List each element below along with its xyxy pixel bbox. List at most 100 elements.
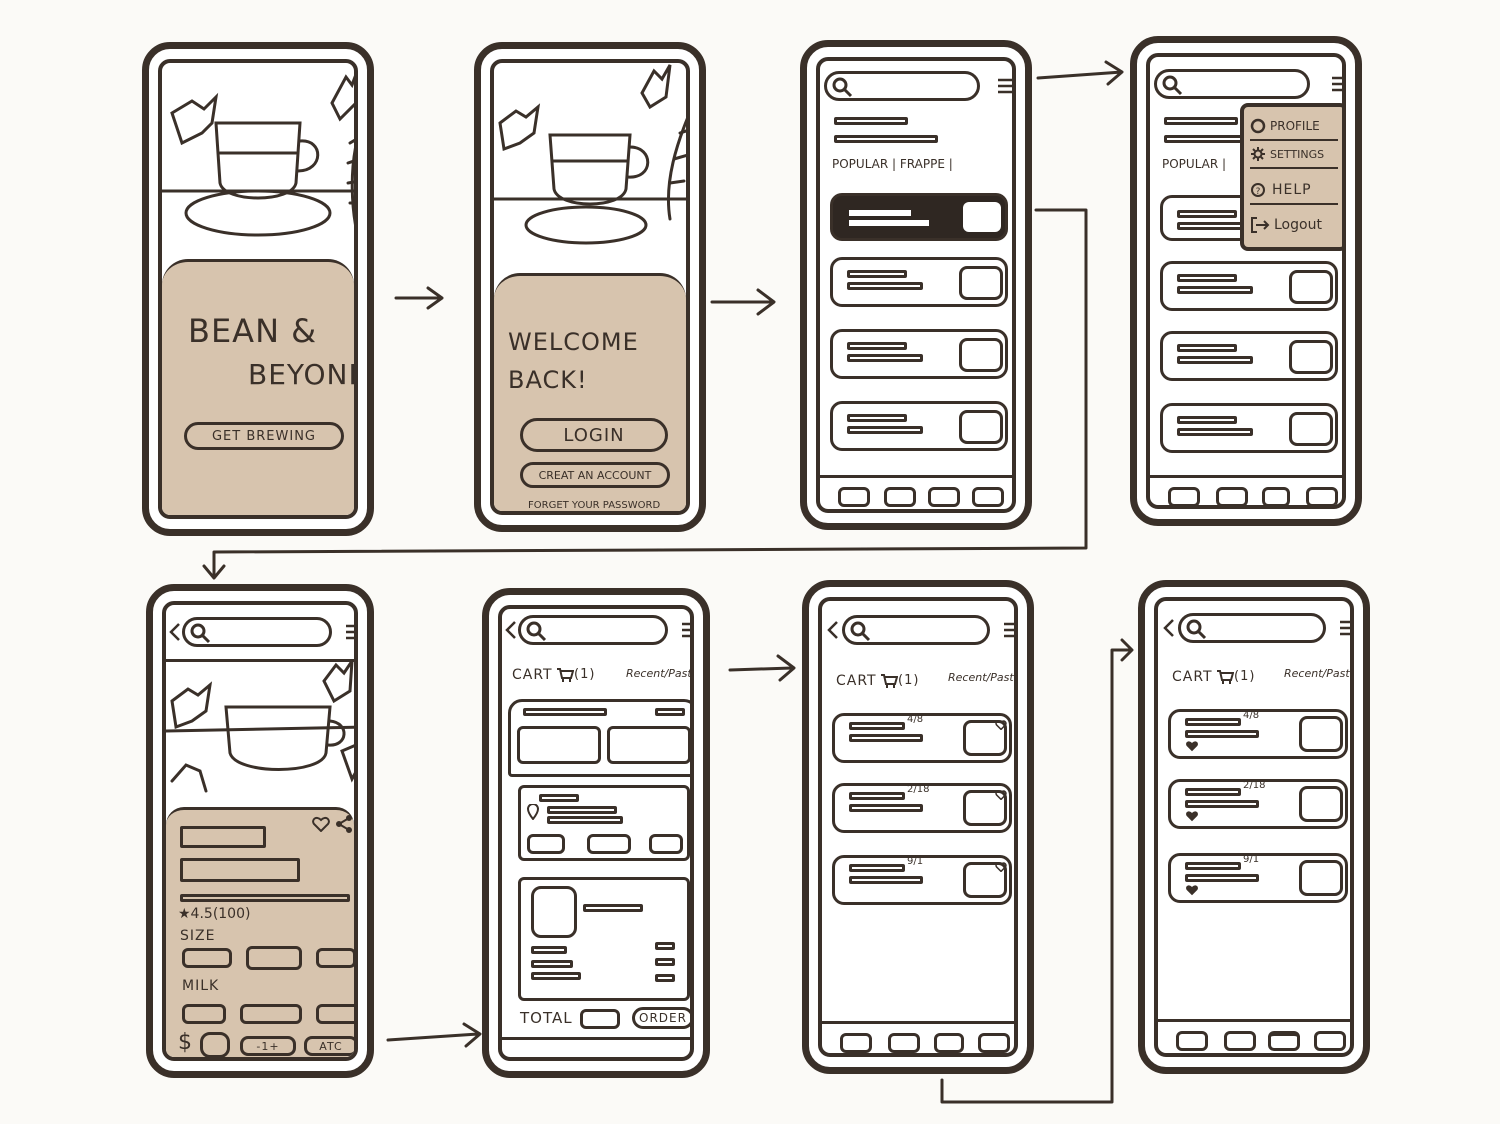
order-card[interactable]: 9/1 — [1168, 853, 1348, 903]
heart-icon[interactable] — [312, 816, 330, 832]
menu-item-profile[interactable]: PROFILE — [1250, 113, 1338, 141]
search-icon — [526, 621, 547, 642]
tab-bar-item[interactable] — [884, 487, 916, 507]
hamburger-menu-icon[interactable] — [1002, 621, 1018, 639]
featured-card[interactable] — [830, 193, 1008, 241]
tab-bar-item[interactable] — [972, 487, 1004, 507]
order-button[interactable]: ORDER — [632, 1007, 690, 1029]
milk-option[interactable] — [182, 1004, 226, 1024]
recent-past-tabs[interactable]: Recent/Past — [1284, 667, 1350, 680]
coffee-cup-illustration — [162, 74, 354, 237]
tab-bar-item[interactable] — [1224, 1031, 1256, 1051]
heart-filled-icon[interactable] — [1185, 810, 1199, 822]
share-icon[interactable] — [334, 814, 354, 834]
menu-item-logout[interactable]: Logout — [1250, 211, 1338, 239]
tab-bar-item[interactable] — [1314, 1031, 1346, 1051]
hamburger-menu-icon[interactable] — [344, 623, 358, 641]
cart-summary-section — [508, 699, 690, 777]
back-chevron-icon[interactable] — [168, 621, 182, 643]
add-to-cart-button[interactable]: ATC — [304, 1036, 354, 1056]
recent-past-tabs[interactable]: Recent/Past — [626, 667, 692, 680]
phone-splash: BEAN & BEYOND GET BREWING — [142, 42, 374, 536]
hamburger-menu-icon[interactable] — [1330, 75, 1346, 93]
tab-bar-item[interactable] — [1306, 487, 1338, 505]
tab-bar-item[interactable] — [1176, 1031, 1208, 1051]
tab-bar-item[interactable] — [1216, 487, 1248, 505]
tab-bar-item[interactable] — [928, 487, 960, 507]
back-chevron-icon[interactable] — [504, 619, 518, 641]
order-card[interactable]: 4/8 — [1168, 709, 1348, 759]
menu-item-help[interactable]: ? HELP — [1250, 177, 1338, 205]
hamburger-menu-icon[interactable] — [680, 621, 694, 639]
milk-option[interactable] — [240, 1004, 302, 1024]
order-card[interactable]: 2/18 — [832, 783, 1012, 833]
hamburger-menu-icon[interactable] — [1338, 619, 1354, 637]
cart-title: CART — [512, 667, 553, 683]
product-card[interactable] — [1160, 331, 1338, 381]
heart-filled-icon[interactable] — [1185, 740, 1199, 752]
tab-bar-item[interactable] — [840, 1033, 872, 1053]
product-card[interactable] — [830, 257, 1008, 307]
login-button[interactable]: LOGIN — [520, 418, 668, 452]
order-card[interactable]: 9/1 — [832, 855, 1012, 905]
arrow-home-to-menu — [1036, 60, 1124, 86]
add-to-cart-label: ATC — [319, 1039, 343, 1053]
phone-product: ★4.5(100) SIZE MILK $ -1+ ATC — [146, 584, 374, 1078]
product-card[interactable] — [1160, 403, 1338, 453]
featured-thumbnail — [963, 202, 1001, 232]
delivery-option[interactable] — [527, 834, 565, 854]
tab-bar-item-active[interactable] — [1268, 1031, 1300, 1051]
heart-icon[interactable] — [995, 862, 1007, 872]
tab-bar-item[interactable] — [1168, 487, 1200, 505]
search-bar[interactable] — [1178, 613, 1326, 643]
brand-title-line1: BEAN & — [188, 312, 318, 350]
tab-bar-item[interactable] — [888, 1033, 920, 1053]
option-tile[interactable] — [607, 726, 690, 764]
search-bar[interactable] — [1154, 69, 1310, 99]
product-card[interactable] — [830, 329, 1008, 379]
product-card[interactable] — [830, 401, 1008, 451]
welcome-heading-line2: BACK! — [508, 366, 588, 394]
screen-home-menu: POPULAR | PROFILE — [1146, 53, 1346, 509]
menu-item-settings[interactable]: SETTINGS — [1250, 141, 1338, 169]
size-option[interactable] — [246, 946, 302, 970]
search-bar[interactable] — [842, 615, 990, 645]
order-card[interactable]: 4/8 — [832, 713, 1012, 763]
create-account-button[interactable]: CREAT AN ACCOUNT — [520, 462, 670, 488]
search-bar[interactable] — [518, 615, 668, 645]
category-filters[interactable]: POPULAR | — [1162, 157, 1227, 171]
tab-bar-item[interactable] — [934, 1033, 964, 1053]
forgot-password-link[interactable]: FORGET YOUR PASSWORD — [528, 500, 661, 511]
order-thumbnail — [963, 790, 1007, 826]
size-option[interactable] — [316, 948, 354, 968]
order-card[interactable]: 2/18 — [1168, 779, 1348, 829]
category-filters[interactable]: POPULAR | FRAPPE | — [832, 157, 953, 171]
size-option[interactable] — [182, 948, 232, 968]
heart-icon[interactable] — [995, 790, 1007, 800]
option-tile[interactable] — [517, 726, 601, 764]
detail-line — [547, 816, 623, 824]
screen-product: ★4.5(100) SIZE MILK $ -1+ ATC — [162, 601, 358, 1061]
search-bar[interactable] — [182, 617, 332, 647]
back-chevron-icon[interactable] — [826, 619, 840, 641]
tab-bar-item[interactable] — [838, 487, 870, 507]
hamburger-menu-icon[interactable] — [996, 77, 1014, 95]
delivery-option[interactable] — [649, 834, 683, 854]
product-card[interactable] — [1160, 261, 1338, 311]
tab-bar-item[interactable] — [978, 1033, 1010, 1053]
tab-bar-divider — [822, 1021, 1014, 1024]
card-line — [847, 426, 923, 434]
search-bar[interactable] — [824, 71, 980, 101]
arrow-splash-to-login — [394, 286, 444, 310]
delivery-option[interactable] — [587, 834, 631, 854]
heart-icon[interactable] — [995, 720, 1007, 730]
milk-option[interactable] — [316, 1004, 354, 1024]
tab-bar-item[interactable] — [1262, 487, 1290, 505]
get-brewing-button[interactable]: GET BREWING — [184, 422, 344, 450]
product-name-placeholder — [180, 826, 266, 848]
recent-past-tabs[interactable]: Recent/Past — [948, 671, 1014, 684]
heart-filled-icon[interactable] — [1185, 884, 1199, 896]
back-chevron-icon[interactable] — [1162, 617, 1176, 639]
order-line — [849, 722, 905, 730]
quantity-stepper[interactable]: -1+ — [240, 1036, 296, 1056]
